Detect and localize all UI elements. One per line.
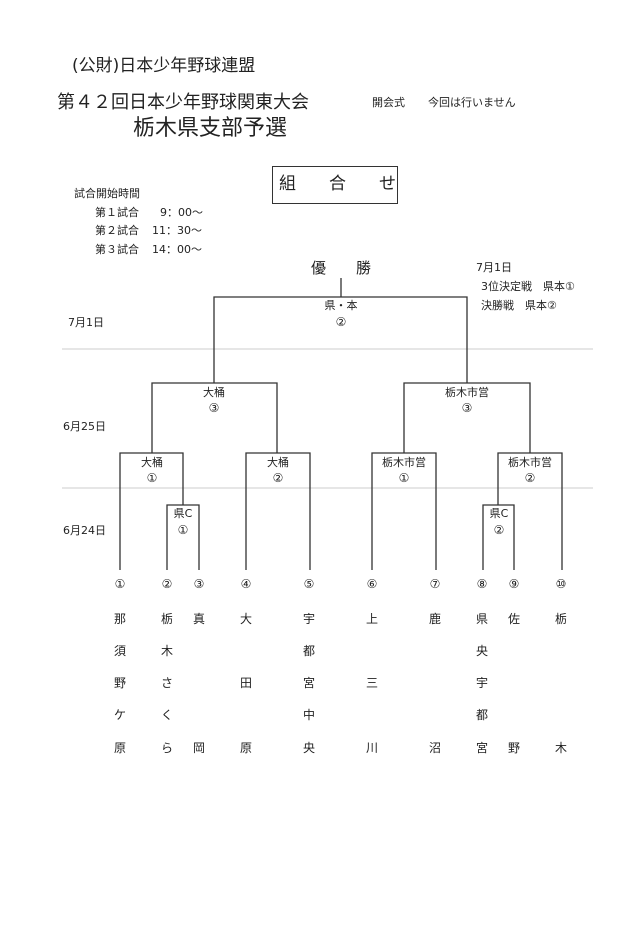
- qf4-bracket: [497, 452, 563, 570]
- team-name-char: 央: [302, 741, 316, 755]
- r1-right-bracket: [482, 504, 515, 570]
- team-name-char: 大: [239, 612, 253, 626]
- draw-title-char: 合: [329, 174, 346, 194]
- final-date: 7月1日: [476, 261, 512, 274]
- team-name-char: 野: [113, 676, 127, 690]
- ceremony-note: 今回は行いません: [428, 96, 516, 109]
- team-name-char: 上: [365, 612, 379, 626]
- match-number: ②: [335, 315, 347, 329]
- match-number: ①: [177, 523, 189, 537]
- team-name-char: 野: [507, 741, 521, 755]
- team-name-char: 鹿: [428, 612, 442, 626]
- game-name: 第２試合: [95, 224, 139, 237]
- game-name: 第１試合: [95, 206, 139, 219]
- team-name-char: 須: [113, 644, 127, 658]
- team-name-char: 都: [475, 708, 489, 722]
- match-venue: 栃木市営: [382, 456, 426, 469]
- ceremony-label: 開会式: [372, 96, 405, 109]
- team-number: ⑦: [429, 577, 441, 591]
- third-place-info: 3位決定戦 県本①: [481, 280, 575, 293]
- team-name-char: ら: [160, 741, 174, 755]
- team-name-char: 木: [160, 644, 174, 658]
- draw-title-box: 組 合 せ: [272, 166, 398, 204]
- game-time: 11：30～: [152, 224, 202, 237]
- match-venue: 栃木市営: [508, 456, 552, 469]
- match-number: ②: [272, 471, 284, 485]
- team-name-char: 栃: [160, 612, 174, 626]
- match-venue: 大桶: [141, 456, 163, 469]
- team-number: ②: [161, 577, 173, 591]
- team-name-char: 沼: [428, 741, 442, 755]
- team-name-char: 那: [113, 612, 127, 626]
- team-name-char: 川: [365, 741, 379, 755]
- team-name-char: 宇: [475, 676, 489, 690]
- org-name: (公財)日本少年野球連盟: [72, 56, 256, 76]
- team-name-char: 宮: [302, 676, 316, 690]
- team-name-char: 宮: [475, 741, 489, 755]
- final-bracket: [213, 296, 468, 383]
- qf1-bracket: [119, 452, 184, 570]
- team-number: ⑩: [555, 577, 567, 591]
- team-number: ⑨: [508, 577, 520, 591]
- team-name-char: ケ: [113, 708, 127, 722]
- team-number: ④: [240, 577, 252, 591]
- r1-left-bracket: [166, 504, 200, 570]
- team-name-char: く: [160, 708, 174, 722]
- tournament-title: 第４２回日本少年野球関東大会: [57, 92, 309, 113]
- team-name-char: 都: [302, 644, 316, 658]
- team-number: ③: [193, 577, 205, 591]
- match-number: ①: [398, 471, 410, 485]
- sf-right-bracket: [403, 382, 531, 453]
- date-label: 6月25日: [63, 420, 106, 433]
- match-venue: 大桶: [267, 456, 289, 469]
- champion-label: 優 勝: [310, 259, 372, 277]
- team-name-char: 中: [302, 708, 316, 722]
- match-venue: 県・本: [324, 299, 358, 312]
- team-name-char: 佐: [507, 612, 521, 626]
- team-name-char: 真: [192, 612, 206, 626]
- game-time: 14：00～: [152, 243, 202, 256]
- team-name-char: 原: [113, 741, 127, 755]
- date-label: 7月1日: [68, 316, 104, 329]
- qf3-bracket: [371, 452, 437, 570]
- date-label: 6月24日: [63, 524, 106, 537]
- team-number: ⑧: [476, 577, 488, 591]
- match-venue: 大桶: [203, 386, 225, 399]
- match-number: ①: [146, 471, 158, 485]
- match-number: ③: [461, 401, 473, 415]
- team-name-char: 央: [475, 644, 489, 658]
- draw-title-char: せ: [379, 174, 396, 194]
- schedule-title: 試合開始時間: [74, 187, 140, 200]
- game-name: 第３試合: [95, 243, 139, 256]
- match-venue: 栃木市営: [445, 386, 489, 399]
- sf-left-bracket: [151, 382, 278, 453]
- qf2-bracket: [245, 452, 311, 570]
- team-name-char: さ: [160, 676, 174, 690]
- match-number: ③: [208, 401, 220, 415]
- team-name-char: 原: [239, 741, 253, 755]
- team-name-char: 田: [239, 676, 253, 690]
- match-number: ②: [493, 523, 505, 537]
- team-name-char: 県: [475, 612, 489, 626]
- match-venue: 県C: [489, 507, 509, 520]
- subtitle: 栃木県支部予選: [133, 116, 288, 141]
- final-info: 決勝戦 県本②: [481, 299, 557, 312]
- team-number: ⑥: [366, 577, 378, 591]
- team-name-char: 栃: [554, 612, 568, 626]
- team-name-char: 宇: [302, 612, 316, 626]
- team-number: ⑤: [303, 577, 315, 591]
- team-name-char: 岡: [192, 741, 206, 755]
- draw-title-char: 組: [279, 174, 296, 194]
- team-number: ①: [114, 577, 126, 591]
- match-venue: 県C: [173, 507, 193, 520]
- team-name-char: 三: [365, 676, 379, 690]
- game-time: 9：00～: [160, 206, 203, 219]
- match-number: ②: [524, 471, 536, 485]
- team-name-char: 木: [554, 741, 568, 755]
